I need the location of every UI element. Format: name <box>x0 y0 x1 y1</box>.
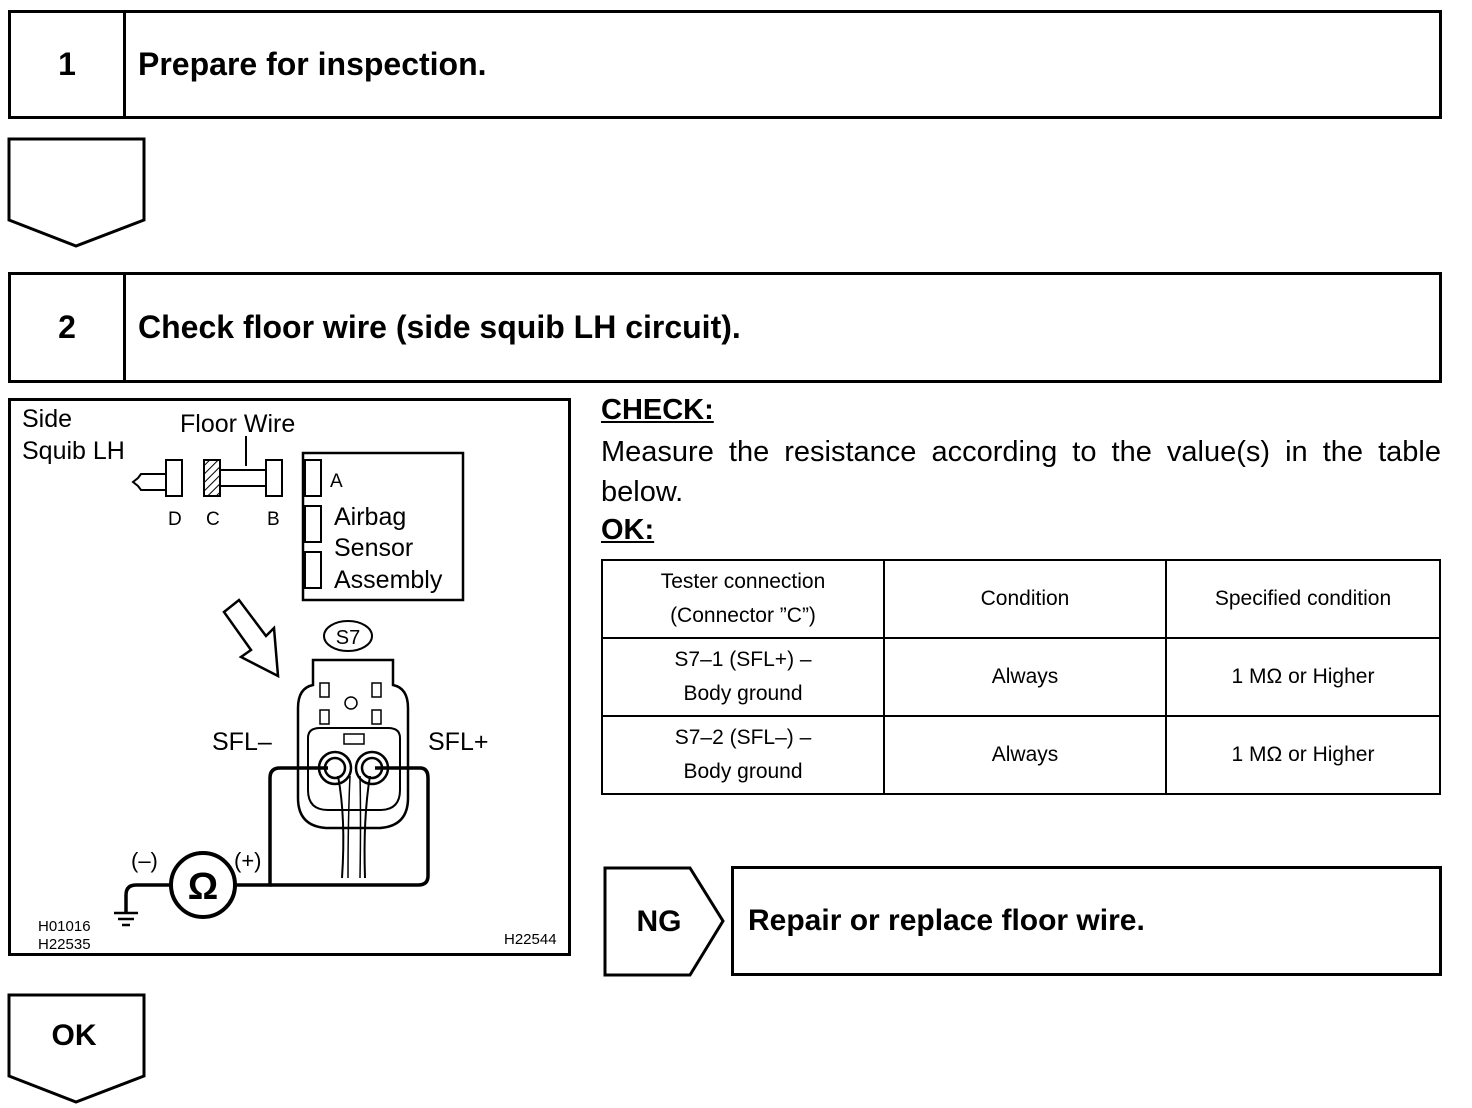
header-line-2: (Connector ”C”) <box>670 604 816 627</box>
probe-minus-label: (–) <box>131 848 158 873</box>
step-1-header: 1 Prepare for inspection. <box>8 10 1442 119</box>
table-row: S7–1 (SFL+) – Body ground Always 1 MΩ or… <box>601 637 1441 717</box>
header-line-1: Tester connection <box>660 570 826 593</box>
ng-arrow: NG <box>603 866 725 977</box>
cell-connection: S7–1 (SFL+) – Body ground <box>601 637 885 717</box>
spec-table: Tester connection (Connector ”C”) Condit… <box>601 559 1441 795</box>
ohmmeter-icon <box>169 851 237 919</box>
ok-arrow: OK <box>7 993 146 1104</box>
probe-wire-minus <box>124 883 170 913</box>
step-2-header: 2 Check floor wire (side squib LH circui… <box>8 272 1442 383</box>
connector-d <box>165 459 183 497</box>
connector-id-label: S7 <box>336 627 360 649</box>
connector-c-label: C <box>206 509 220 530</box>
header-specified-condition: Specified condition <box>1165 559 1441 639</box>
step-title: Prepare for inspection. <box>138 46 487 82</box>
connector-b <box>265 459 283 497</box>
connection-line-1: S7–2 (SFL–) – <box>674 726 812 749</box>
connector-a-label: A <box>330 471 343 492</box>
side-squib-label-1: Side <box>22 405 72 433</box>
ohm-symbol: Ω <box>188 866 218 908</box>
cell-connection: S7–2 (SFL–) – Body ground <box>601 715 885 795</box>
table-row: S7–2 (SFL–) – Body ground Always 1 MΩ or… <box>601 715 1441 795</box>
table-header-row: Tester connection (Connector ”C”) Condit… <box>601 559 1441 639</box>
connector-b-label: B <box>267 509 280 530</box>
cell-spec: 1 MΩ or Higher <box>1165 637 1441 717</box>
ok-heading: OK: <box>601 514 655 546</box>
floor-wire-label: Floor Wire <box>180 410 295 438</box>
check-instruction: Measure the resistance according to the … <box>601 436 1441 508</box>
flow-arrow <box>7 137 146 248</box>
header-tester-connection: Tester connection (Connector ”C”) <box>601 559 885 639</box>
ok-label: OK <box>52 1019 97 1052</box>
airbag-label-3: Assembly <box>334 566 443 594</box>
ng-action-box: Repair or replace floor wire. <box>731 866 1442 976</box>
sfl-plus-label: SFL+ <box>428 728 488 756</box>
airbag-sensor-assembly <box>301 451 465 602</box>
probe-wire-plus <box>236 766 328 887</box>
cell-condition: Always <box>883 715 1167 795</box>
step-number: 2 <box>11 275 126 380</box>
wiring-diagram: Side Squib LH Floor Wire D C B A Airbag … <box>8 398 571 956</box>
ng-label: NG <box>637 905 682 938</box>
connector-d-label: D <box>168 509 182 530</box>
ref-code-3: H22544 <box>504 931 557 948</box>
cell-condition: Always <box>883 637 1167 717</box>
sfl-minus-label: SFL– <box>212 728 272 756</box>
side-squib-label-2: Squib LH <box>22 437 125 465</box>
step-number: 1 <box>11 13 126 116</box>
connection-line-2: Body ground <box>683 760 803 783</box>
probe-plus-label: (+) <box>234 848 262 873</box>
cell-spec: 1 MΩ or Higher <box>1165 715 1441 795</box>
connection-line-2: Body ground <box>683 682 803 705</box>
check-heading: CHECK: <box>601 394 714 426</box>
airbag-label-2: Sensor <box>334 534 413 562</box>
airbag-label-1: Airbag <box>334 503 406 531</box>
connector-c <box>203 459 221 497</box>
header-condition: Condition <box>883 559 1167 639</box>
direction-arrow-icon <box>222 598 280 679</box>
connection-line-1: S7–1 (SFL+) – <box>674 648 812 671</box>
ref-code-1: H01016 <box>38 918 91 935</box>
step-title: Check floor wire (side squib LH circuit)… <box>138 309 741 345</box>
ref-code-2: H22535 <box>38 936 91 953</box>
